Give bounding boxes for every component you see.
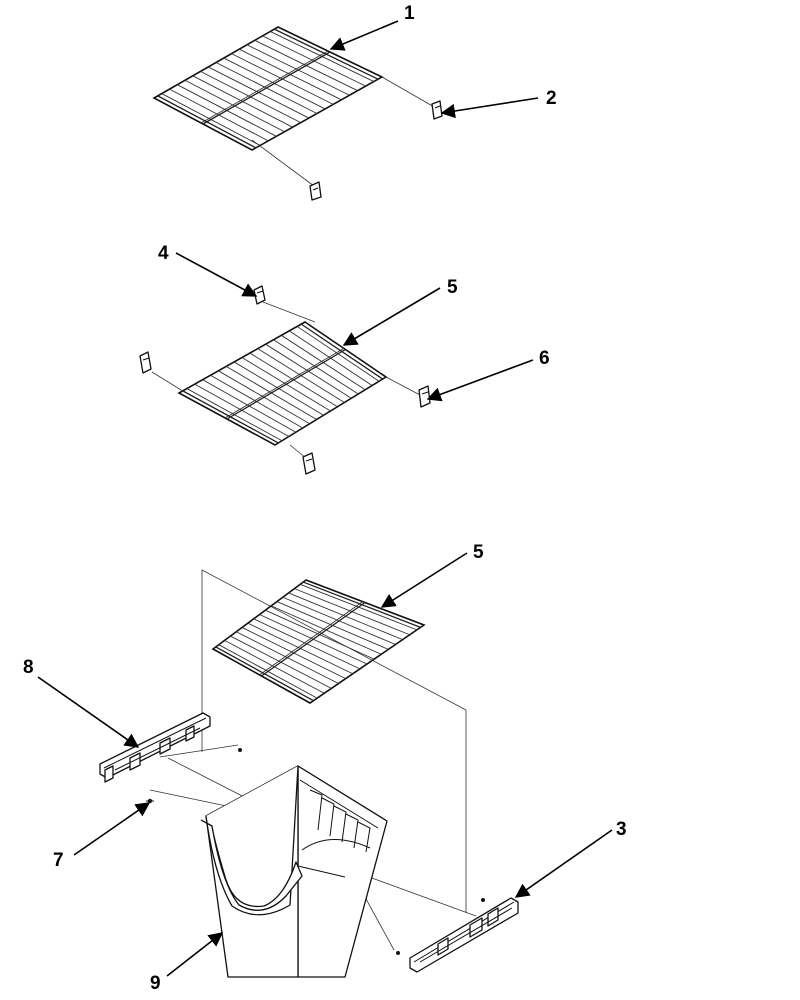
callout-2: 2: [546, 88, 557, 109]
callout-8: 8: [23, 657, 34, 678]
callout-5-middle: 5: [447, 277, 458, 298]
shelf-support-6: [418, 385, 431, 408]
callout-7: 7: [53, 850, 64, 871]
callout-1: 1: [404, 3, 415, 24]
shelf-support-right: [431, 100, 443, 120]
shelf-support-lower: [309, 181, 322, 201]
callout-6: 6: [539, 348, 550, 369]
crisper-pan: [200, 765, 388, 978]
screw-right-a: [481, 898, 485, 902]
shelf-support-left: [139, 351, 152, 374]
screw-upper: [238, 748, 242, 752]
wire-shelf-middle: [151, 301, 421, 459]
wire-shelf-bottom: [211, 579, 426, 704]
drawer-rail-right: [409, 897, 519, 973]
callout-5-bottom: 5: [473, 542, 484, 563]
drawer-rail-left: [99, 712, 211, 783]
screw-right-b: [396, 951, 400, 955]
wire-shelf-top: [152, 26, 437, 187]
callout-leaders: [37, 20, 613, 977]
screw-7: [146, 798, 154, 804]
shelf-support-bottom: [302, 452, 316, 475]
callout-9: 9: [150, 973, 161, 994]
callout-4: 4: [158, 243, 169, 264]
callout-3: 3: [616, 819, 627, 840]
